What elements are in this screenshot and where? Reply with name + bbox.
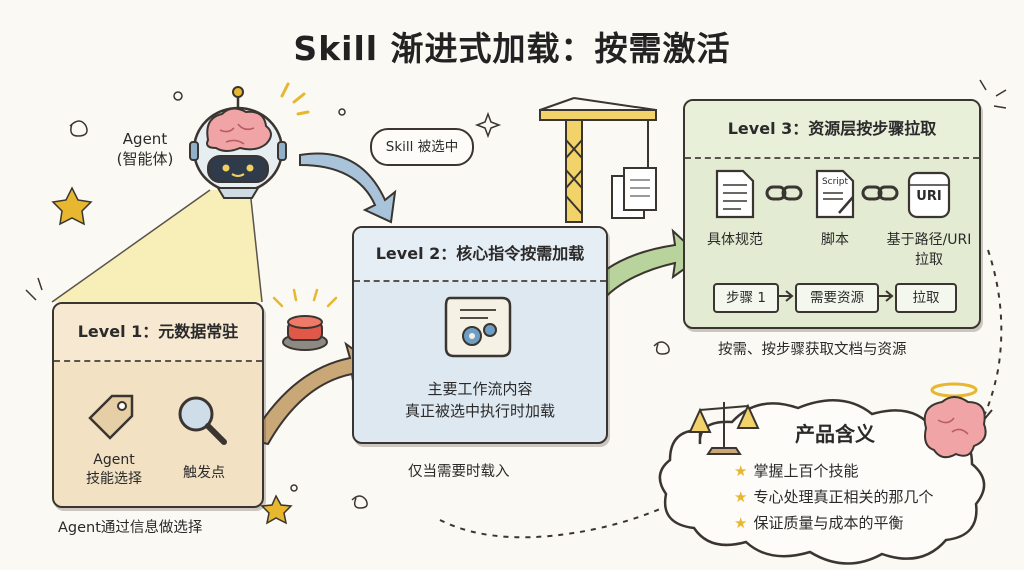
agent-label-line1: Agent	[122, 130, 168, 148]
level2-title: Level 2：核心指令按需加载	[354, 228, 606, 282]
level3-item3-line2: 拉取	[915, 252, 943, 268]
price-tag-icon	[88, 394, 134, 440]
arrow-right-icon	[777, 290, 794, 302]
step-box-3: 拉取	[895, 283, 957, 313]
star-icon: ★	[734, 488, 748, 506]
arrow-to-level2	[299, 152, 397, 224]
star-doodle	[260, 494, 293, 525]
swirl-doodle	[69, 120, 88, 137]
level3-item2: 脚本	[821, 232, 849, 248]
step-box-2: 需要资源	[795, 283, 879, 313]
level1-panel: Level 1：元数据常驻 Agent 技能选择 触发点	[52, 302, 264, 508]
level2-caption: 仅当需要时载入	[408, 464, 510, 480]
crane-icon	[539, 97, 657, 223]
scroll-gear-icon	[444, 296, 512, 358]
level2-line1: 主要工作流内容	[427, 380, 533, 398]
agent-label-line2: (智能体)	[116, 150, 174, 168]
star-doodle	[51, 186, 93, 226]
dashed-arrow-to-product	[439, 487, 701, 539]
level3-title: Level 3：资源层按步骤拉取	[685, 101, 979, 159]
page-title: Skill 渐进式加载：按需激活	[293, 29, 731, 68]
level1-caption: Agent通过信息做选择	[58, 520, 203, 536]
level3-panel: Level 3：资源层按步骤拉取 Script URI 具体规范 脚本 基于路径…	[683, 99, 981, 329]
level1-title: Level 1：元数据常驻	[54, 304, 262, 362]
level3-item1: 具体规范	[707, 232, 763, 248]
spotlight-beam	[52, 190, 262, 302]
product-bullet-1: ★ 掌握上百个技能	[734, 460, 858, 481]
tag-label-line2: 技能选择	[86, 471, 142, 487]
product-title: 产品含义	[795, 422, 875, 446]
tag-label: Agent 技能选择	[64, 452, 164, 488]
document-icon	[715, 169, 755, 219]
tag-label-line1: Agent	[93, 452, 135, 468]
balance-scale-icon	[688, 402, 760, 455]
uri-icon: URI	[905, 167, 953, 221]
level3-item3-line1: 基于路径/URI	[886, 232, 972, 248]
agent-label: Agent (智能体)	[100, 130, 190, 169]
product-bullet-1-text: 掌握上百个技能	[753, 462, 859, 480]
star-icon: ★	[734, 514, 748, 532]
product-bullet-3: ★ 保证质量与成本的平衡	[734, 512, 903, 533]
swirl-doodle	[351, 495, 368, 509]
level3-caption: 按需、按步骤获取文档与资源	[718, 342, 907, 358]
trigger-label: 触发点	[183, 465, 225, 481]
product-bullet-2-text: 专心处理真正相关的那几个	[753, 488, 934, 506]
document-stack-icon	[611, 167, 657, 219]
arrow-right-icon	[877, 290, 894, 302]
level2-panel: Level 2：核心指令按需加载 主要工作流内容 真正被选中执行时加载	[352, 226, 608, 444]
star-doodle	[474, 111, 502, 139]
product-cloud	[658, 399, 986, 565]
chain-link-icon	[765, 185, 803, 201]
star-icon: ★	[734, 462, 748, 480]
script-icon: Script	[813, 167, 857, 221]
brain-halo-icon	[923, 382, 987, 459]
level2-line2: 真正被选中执行时加载	[404, 402, 555, 420]
script-icon-text: Script	[821, 177, 849, 187]
product-bullet-2: ★ 专心处理真正相关的那几个	[734, 486, 933, 507]
uri-icon-text: URI	[916, 189, 942, 204]
skill-selected-bubble: Skill 被选中	[370, 128, 474, 166]
product-bullet-3-text: 保证质量与成本的平衡	[753, 514, 904, 532]
step-box-1: 步骤 1	[713, 283, 779, 313]
level3-item3: 基于路径/URI 拉取	[879, 229, 979, 269]
swirl-doodle	[653, 341, 670, 355]
red-button-icon	[272, 288, 338, 351]
magnifier-icon	[178, 396, 227, 445]
dashed-arrow-level3-to-product	[981, 249, 1003, 421]
chain-link-icon	[861, 185, 899, 201]
robot-brain-icon	[189, 86, 287, 199]
